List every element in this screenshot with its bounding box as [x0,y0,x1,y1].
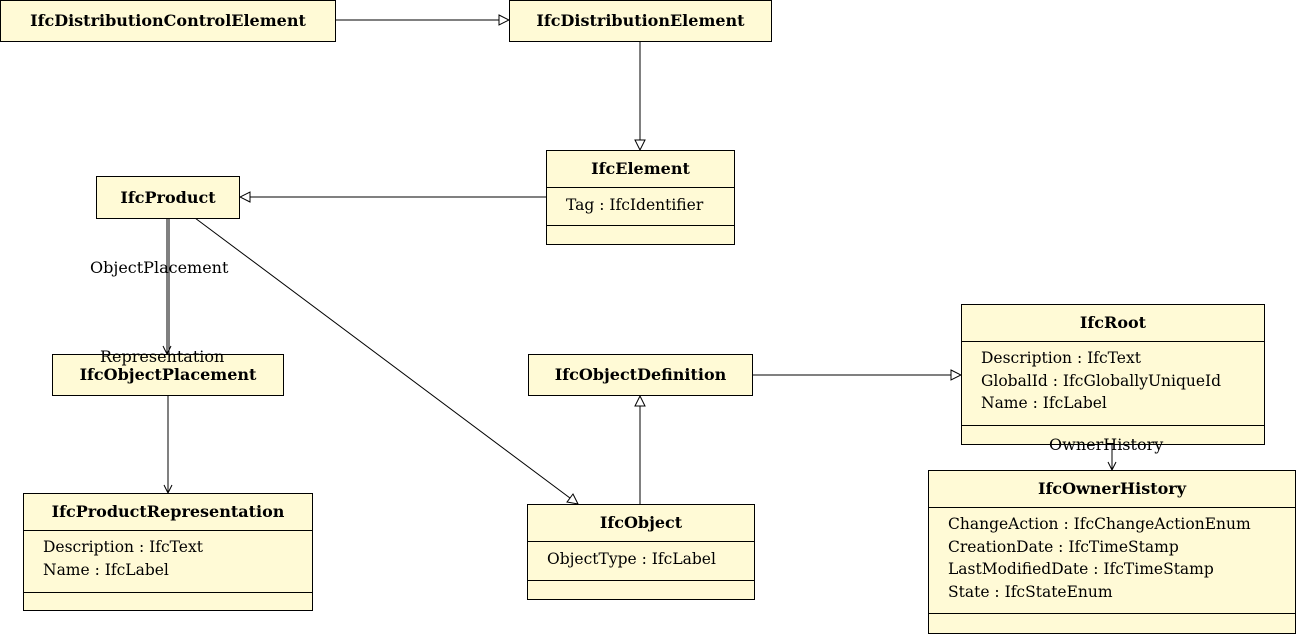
class-name: IfcObjectDefinition [554,365,727,384]
attribute: Name : IfcLabel [981,394,1107,412]
attribute: LastModifiedDate : IfcTimeStamp [948,560,1214,578]
attribute: Name : IfcLabel [43,560,169,579]
attribute: CreationDate : IfcTimeStamp [948,537,1179,556]
class-ifc-element: IfcElement Tag : IfcIdentifier [546,150,735,245]
class-name: IfcProduct [120,187,216,207]
class-ifc-owner-history: IfcOwnerHistory ChangeAction : IfcChange… [928,470,1296,634]
class-name: IfcRoot [1079,313,1147,332]
class-ifc-object-placement: IfcObjectPlacement [52,354,284,396]
association-label-object-placement: ObjectPlacement [90,258,229,277]
class-ifc-object-definition: IfcObjectDefinition [528,354,753,396]
class-ifc-product-representation: IfcProductRepresentation Description : I… [23,493,313,611]
association-label-owner-history: OwnerHistory [1049,435,1164,454]
association-label-representation: Representation [100,347,225,366]
attribute: GlobalId : IfcGloballyUniqueId [981,371,1222,390]
attribute: ChangeAction : IfcChangeActionEnum [948,515,1251,533]
edge-product-to-object [194,217,578,504]
class-ifc-distribution-element: IfcDistributionElement [509,0,772,42]
class-name: IfcProductRepresentation [51,502,285,521]
attribute: State : IfcStateEnum [948,582,1113,601]
class-name: IfcDistributionElement [536,11,745,30]
attribute: ObjectType : IfcLabel [547,550,716,568]
class-name: IfcObject [599,513,683,532]
class-name: IfcElement [591,159,690,178]
attribute: Description : IfcText [981,349,1141,367]
class-ifc-object: IfcObject ObjectType : IfcLabel [527,504,755,600]
attribute: Description : IfcText [43,538,203,556]
class-name: IfcOwnerHistory [1037,479,1187,498]
attribute: Tag : IfcIdentifier [566,196,704,214]
class-name: IfcDistributionControlElement [30,11,306,30]
class-ifc-product: IfcProduct [96,176,240,219]
class-ifc-distribution-control-element: IfcDistributionControlElement [0,0,336,42]
class-name: IfcObjectPlacement [79,365,257,384]
class-ifc-root: IfcRoot Description : IfcText GlobalId :… [961,304,1265,445]
